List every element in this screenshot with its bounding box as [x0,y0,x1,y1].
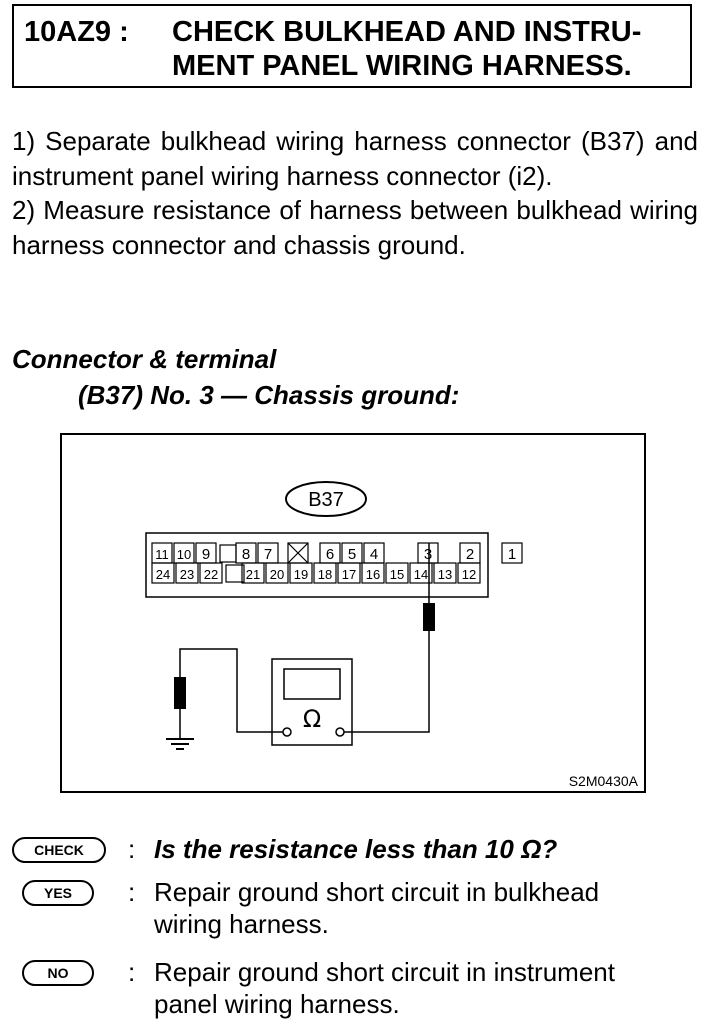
connector-pin-top-4: 4 [363,542,385,564]
connector-label-oval [285,481,367,517]
probe-negative [174,677,186,709]
connector-pin-blocked-icon [287,542,309,564]
connector-pin-bottom-24: 24 [151,562,175,584]
step-1: 1) Separate bulkhead wiring harness conn… [12,126,698,191]
lead-positive [344,631,430,733]
svg-text:18: 18 [318,567,332,582]
connector-pin-top-11: 11 [151,542,173,564]
connector-pin-top-6: 6 [319,542,341,564]
no-badge: NO [22,960,94,986]
svg-text:1: 1 [508,546,516,563]
procedure-code: 10AZ9 : [24,16,129,48]
connector-pin-bottom-22: 22 [199,562,223,584]
svg-text:14: 14 [414,567,428,582]
svg-text:8: 8 [242,546,250,563]
svg-text:24: 24 [156,567,170,582]
svg-text:2: 2 [466,546,474,563]
connector-pins-bottom-row: 24 23 22 21 20 19 18 17 16 15 14 13 12 [151,562,481,584]
connector-pin-bottom-23: 23 [175,562,199,584]
svg-text:9: 9 [202,546,210,563]
probe-positive [423,603,435,631]
figure-code: S2M0430A [568,773,638,789]
connector-pin-top-2: 2 [459,542,481,564]
no-action-line2: panel wiring harness. [154,989,400,1019]
svg-text:7: 7 [264,546,272,563]
ohm-symbol-icon: Ω [303,705,321,733]
procedure-header: 10AZ9 : CHECK BULKHEAD AND INSTRU- MENT … [12,4,692,88]
yes-action: Repair ground short circuit in bulkhead … [154,876,700,940]
ohmmeter-terminal-negative [282,727,292,737]
connector-pin-top-8: 8 [235,542,257,564]
svg-text:13: 13 [438,567,452,582]
no-action-line1: Repair ground short circuit in instrumen… [154,957,615,987]
procedure-steps: 1) Separate bulkhead wiring harness conn… [12,124,698,262]
connector-terminal-detail: (B37) No. 3 — Chassis ground: [78,380,460,410]
svg-text:21: 21 [246,567,260,582]
connector-pin-bottom-21: 21 [241,562,265,584]
connector-pin-bottom-17: 17 [337,562,361,584]
yes-badge: YES [22,880,94,906]
procedure-title-line1: CHECK BULKHEAD AND INSTRU- [172,16,642,48]
svg-text:17: 17 [342,567,356,582]
svg-text:3: 3 [424,546,432,563]
connector-pin-top-10: 10 [173,542,195,564]
svg-text:16: 16 [366,567,380,582]
svg-text:6: 6 [326,546,334,563]
connector-pin-top-7: 7 [257,542,279,564]
connector-cavity-bottom [225,564,245,583]
svg-text:12: 12 [462,567,476,582]
connector-pin-bottom-15: 15 [385,562,409,584]
svg-text:5: 5 [348,546,356,563]
connector-cavity-top [219,544,237,563]
lead-negative [179,648,283,733]
ohmmeter-display [283,668,341,700]
svg-text:4: 4 [370,546,378,563]
svg-text:15: 15 [390,567,404,582]
no-colon: : [128,957,136,987]
procedure-title: CHECK BULKHEAD AND INSTRU- MENT PANEL WI… [172,15,641,83]
step-2: 2) Measure resistance of harness between… [12,195,698,260]
svg-text:22: 22 [204,567,218,582]
check-badge: CHECK [12,837,106,863]
connector-pin-bottom-13: 13 [433,562,457,584]
svg-text:19: 19 [294,567,308,582]
connector-pin-top-5: 5 [341,542,363,564]
check-question: Is the resistance less than 10 Ω? [154,834,558,864]
yes-action-line2: wiring harness. [154,909,329,939]
connector-pin-bottom-20: 20 [265,562,289,584]
svg-text:20: 20 [270,567,284,582]
svg-text:10: 10 [177,547,191,562]
ohmmeter-terminal-positive [335,727,345,737]
check-colon: : [128,834,136,864]
no-action: Repair ground short circuit in instrumen… [154,956,700,1020]
connector-label: B37 [308,489,344,511]
yes-action-line1: Repair ground short circuit in bulkhead [154,877,600,907]
chassis-ground-icon [166,738,194,750]
connector-pin-top-9: 9 [195,542,217,564]
connector-housing [145,532,489,598]
connector-pin-bottom-19: 19 [289,562,313,584]
connector-terminal-heading: Connector & terminal [12,344,277,374]
connector-pin-bottom-14: 14 [409,562,433,584]
connector-pin-bottom-12: 12 [457,562,481,584]
ohmmeter [271,658,353,746]
procedure-title-line2: MENT PANEL WIRING HARNESS. [172,50,632,82]
svg-text:11: 11 [155,547,169,562]
connector-pin-bottom-18: 18 [313,562,337,584]
connector-pin-bottom-16: 16 [361,562,385,584]
yes-colon: : [128,877,136,907]
connector-pin-top-3: 3 [417,542,439,564]
svg-text:23: 23 [180,567,194,582]
connector-pin-top-1: 1 [501,542,523,564]
